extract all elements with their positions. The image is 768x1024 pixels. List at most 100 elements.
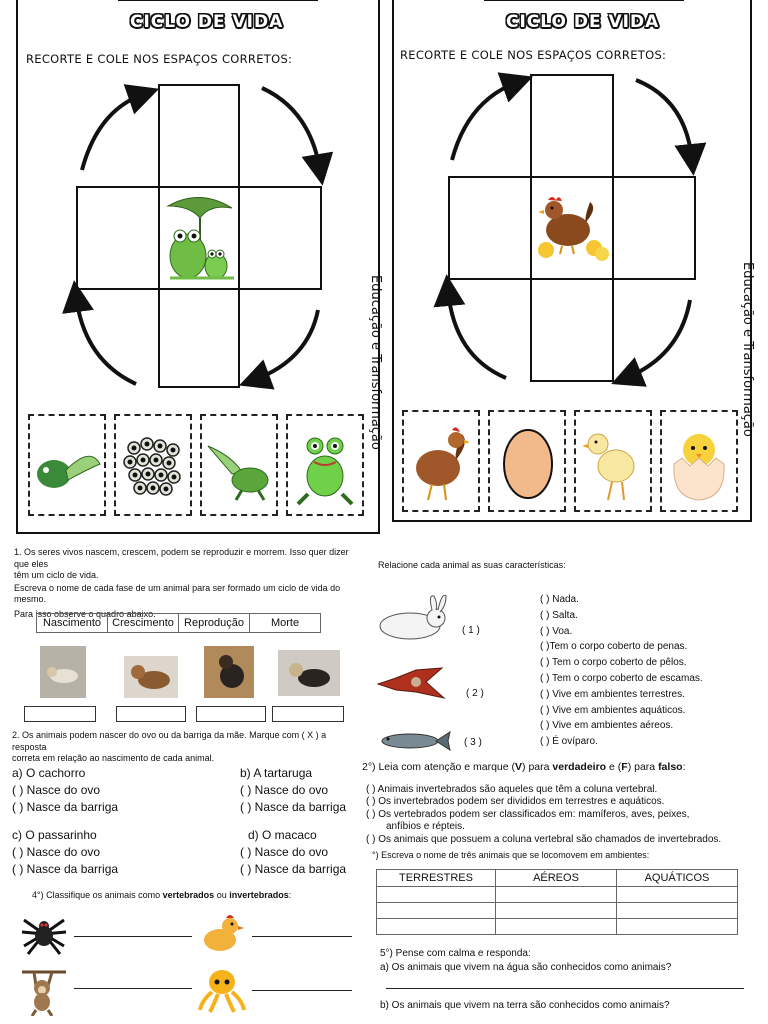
rabbit-image <box>379 594 447 640</box>
answer-box-4[interactable] <box>272 706 344 722</box>
answer-line-octopus[interactable] <box>252 990 352 991</box>
answer-box-1[interactable] <box>24 706 96 722</box>
tf-list: ( ) Animais invertebrados são aqueles qu… <box>366 784 721 846</box>
option-barriga[interactable]: ( ) Nasce da barriga <box>240 862 347 876</box>
char-item[interactable]: ( ) Vive em ambientes aquáticos. <box>540 704 686 716</box>
char-item[interactable]: ( ) Nada. <box>540 594 579 605</box>
q3-title: °) Escreva o nome de três animais que se… <box>372 850 650 860</box>
char-item[interactable]: ( ) Voa. <box>540 625 573 637</box>
char-item[interactable]: ( )Tem o corpo coberto de penas. <box>540 641 688 653</box>
q2-group-c: c) O passarinho ( ) Nasce do ovo ( ) Nas… <box>12 827 118 878</box>
hen-chicks-image <box>538 197 609 261</box>
q1-line1: 1. Os seres vivos nascem, crescem, podem… <box>14 547 349 569</box>
hen-image <box>416 427 470 501</box>
side-caption: Educação e Transformação <box>368 275 383 450</box>
q5-b: b) Os animais que vivem na terra são con… <box>380 1000 670 1011</box>
panel-title: CICLO DE VIDA <box>506 12 660 32</box>
option-barriga[interactable]: ( ) Nasce da barriga <box>12 800 119 814</box>
chicken-cycle-panel: CICLO DE VIDA RECORTE E COLE NOS ESPAÇOS… <box>392 0 755 522</box>
q4-bold2: invertebrados <box>229 890 289 900</box>
table-cell[interactable] <box>376 902 496 919</box>
option-barriga[interactable]: ( ) Nasce da barriga <box>12 862 119 876</box>
phase-reproducao: Reprodução <box>178 613 250 633</box>
table-cell[interactable] <box>616 902 738 919</box>
table-cell[interactable] <box>376 886 496 903</box>
animal-number-3: ( 3 ) <box>464 737 482 748</box>
char-item[interactable]: ( ) Vive em ambientes aéreos. <box>540 720 674 732</box>
option-ovo[interactable]: ( ) Nasce do ovo <box>240 783 329 797</box>
cutout-egg[interactable] <box>488 410 566 512</box>
octopus-image <box>198 970 246 1013</box>
cutout-hatching-chick[interactable] <box>660 410 738 512</box>
option-ovo[interactable]: ( ) Nasce do ovo <box>12 783 101 797</box>
table-cell[interactable] <box>495 886 617 903</box>
tf-item-cont: anfíbios e répteis. <box>386 821 465 833</box>
answer-line-monkey[interactable] <box>74 988 192 989</box>
answer-box-2[interactable] <box>116 706 186 722</box>
tf-f: F <box>621 761 628 773</box>
tf-mid2: e ( <box>606 761 622 773</box>
q4-title: 4°) Classifique os animais como vertebra… <box>32 890 291 902</box>
side-caption: Educação e Transformação <box>740 262 755 437</box>
q2-line2: correta em relação ao nascimento de cada… <box>12 753 215 763</box>
chick-image <box>582 433 635 501</box>
tf-item[interactable]: ( ) Os invertebrados podem ser divididos… <box>366 796 665 808</box>
cycle-slot-center <box>530 176 614 280</box>
frog-eggs-image <box>123 437 181 496</box>
table-cell[interactable] <box>616 918 738 935</box>
q4-suffix: : <box>288 890 292 900</box>
option-ovo[interactable]: ( ) Nasce do ovo <box>240 845 329 859</box>
life-phase-table: Nascimento Crescimento Reprodução Morte <box>36 613 321 633</box>
cycle-slot-bottom[interactable] <box>530 278 614 382</box>
frog-image <box>296 437 354 506</box>
hatching-chick-image <box>673 434 725 501</box>
fish-image <box>381 730 451 752</box>
cycle-slot-right[interactable] <box>238 186 322 290</box>
option-ovo[interactable]: ( ) Nasce do ovo <box>12 845 101 859</box>
char-item[interactable]: ( ) É ovíparo. <box>540 736 598 748</box>
duck-image <box>376 667 446 699</box>
cycle-slot-bottom[interactable] <box>158 288 240 388</box>
locomotion-table: TERRESTRES AÉREOS AQUÁTICOS <box>376 869 738 935</box>
q2-group-d: d) O macaco ( ) Nasce do ovo ( ) Nasce d… <box>240 827 346 878</box>
q4-bold1: vertebrados <box>162 890 215 900</box>
group-label: d) O macaco <box>248 828 317 842</box>
tf-bold-f: falso <box>658 761 683 773</box>
cutout-eggs[interactable] <box>114 414 192 516</box>
animal-number-2: ( 2 ) <box>466 688 484 699</box>
answer-box-3[interactable] <box>196 706 266 722</box>
table-cell[interactable] <box>616 886 738 903</box>
header-line <box>118 0 318 1</box>
cutout-tadpole[interactable] <box>28 414 106 516</box>
tf-item[interactable]: ( ) Animais invertebrados são aqueles qu… <box>366 784 658 795</box>
cutout-chick[interactable] <box>574 410 652 512</box>
q2-group-b: b) A tartaruga ( ) Nasce do ovo ( ) Nasc… <box>240 765 346 816</box>
cutout-froglet[interactable] <box>200 414 278 516</box>
char-item[interactable]: ( ) Tem o corpo coberto de escamas. <box>540 672 703 684</box>
phase-morte: Morte <box>249 613 321 633</box>
q5-a-answer-line[interactable] <box>386 988 744 989</box>
tf-item[interactable]: ( ) Os vertebrados podem ser classificad… <box>366 808 690 820</box>
answer-line-chicken[interactable] <box>252 936 352 937</box>
frog-cycle-panel: CICLO DE VIDA RECORTE E COLE NOS ESPAÇOS… <box>16 0 383 534</box>
char-item[interactable]: ( ) Tem o corpo coberto de pêlos. <box>540 657 687 669</box>
tf-item[interactable]: ( ) Os animais que possuem a coluna vert… <box>366 833 722 845</box>
char-item[interactable]: ( ) Vive em ambientes terrestres. <box>540 688 685 700</box>
option-barriga[interactable]: ( ) Nasce da barriga <box>240 800 347 814</box>
cycle-slot-right[interactable] <box>612 176 696 280</box>
tf-v: V <box>515 761 523 773</box>
cutout-hen[interactable] <box>402 410 480 512</box>
table-cell[interactable] <box>376 918 496 935</box>
panel-instruction: RECORTE E COLE NOS ESPAÇOS CORRETOS: <box>400 48 667 62</box>
adult-dog-photo <box>204 646 254 698</box>
cutout-frog[interactable] <box>286 414 364 516</box>
char-item[interactable]: ( ) Salta. <box>540 609 578 621</box>
panel-instruction: RECORTE E COLE NOS ESPAÇOS CORRETOS: <box>26 52 293 66</box>
group-label: a) O cachorro <box>12 766 86 780</box>
answer-line-spider[interactable] <box>74 936 192 937</box>
q5-a: a) Os animais que vivem na água são conh… <box>380 962 672 973</box>
table-cell[interactable] <box>495 902 617 919</box>
puppy-photo <box>40 646 86 698</box>
table-cell[interactable] <box>495 918 617 935</box>
cycle-slot-left[interactable] <box>76 186 160 290</box>
